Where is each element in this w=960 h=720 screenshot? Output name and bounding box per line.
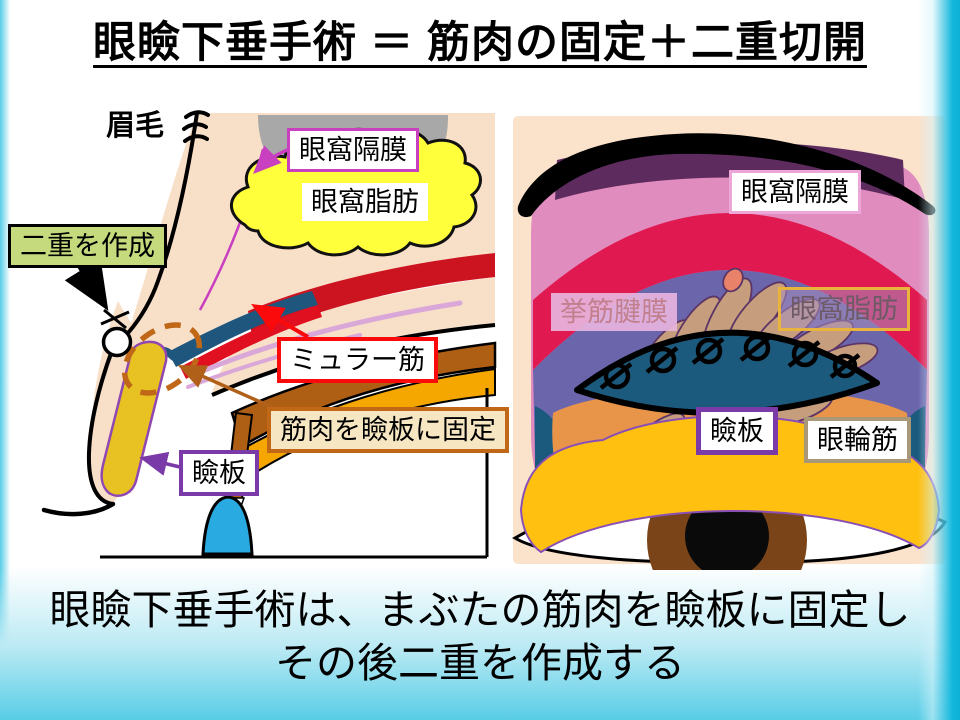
- suture-loops: [599, 334, 861, 390]
- eyebrow-shape: [517, 133, 936, 218]
- label-muller-muscle: ミュラー筋: [277, 337, 438, 384]
- label-orbicularis-oculi: 眼輪筋: [804, 417, 911, 464]
- tarsus-arrow: [139, 451, 181, 476]
- label-orbital-fat-right: 眼窩脂肪: [778, 287, 910, 332]
- label-orbital-septum-right: 眼窩隔膜: [729, 170, 861, 215]
- caption-line-1: 眼瞼下垂手術は、まぶたの筋肉を瞼板に固定し: [49, 587, 911, 633]
- levator-muscle-shape: [248, 253, 495, 337]
- fixation-arrow: [177, 365, 286, 415]
- caption: 眼瞼下垂手術は、まぶたの筋肉を瞼板に固定し その後二重を作成する: [0, 584, 960, 691]
- label-eyebrow: 眉毛: [106, 110, 165, 142]
- caption-line-2: その後二重を作成する: [275, 640, 685, 687]
- suture-crescent: [574, 329, 880, 416]
- label-tarsus-right: 瞼板: [696, 407, 778, 456]
- label-fix-muscle-to-tarsus: 筋肉を瞼板に固定: [267, 407, 509, 454]
- left-gradient-edge: [0, 0, 10, 720]
- punctum-shape: [201, 495, 254, 556]
- label-levator-aponeurosis: 挙筋腱膜: [551, 293, 677, 332]
- futae-arrow: [64, 258, 109, 311]
- bottom-gradient-edge: [0, 566, 960, 720]
- label-create-double-fold: 二重を作成: [8, 224, 167, 269]
- label-tarsus-left: 瞼板: [179, 450, 259, 497]
- right-gradient-edge: [918, 0, 960, 720]
- pupil-shape: [685, 494, 769, 570]
- label-orbital-fat-left: 眼窩脂肪: [302, 183, 428, 222]
- eyebrow-hairs: [182, 110, 210, 143]
- needle-icon: [100, 308, 133, 358]
- crimson-band: [533, 213, 927, 370]
- label-orbital-septum-left: 眼窩隔膜: [287, 128, 419, 173]
- muller-arrow: [251, 303, 310, 339]
- page-title: 眼瞼下垂手術 ＝ 筋肉の固定＋二重切開: [93, 19, 867, 67]
